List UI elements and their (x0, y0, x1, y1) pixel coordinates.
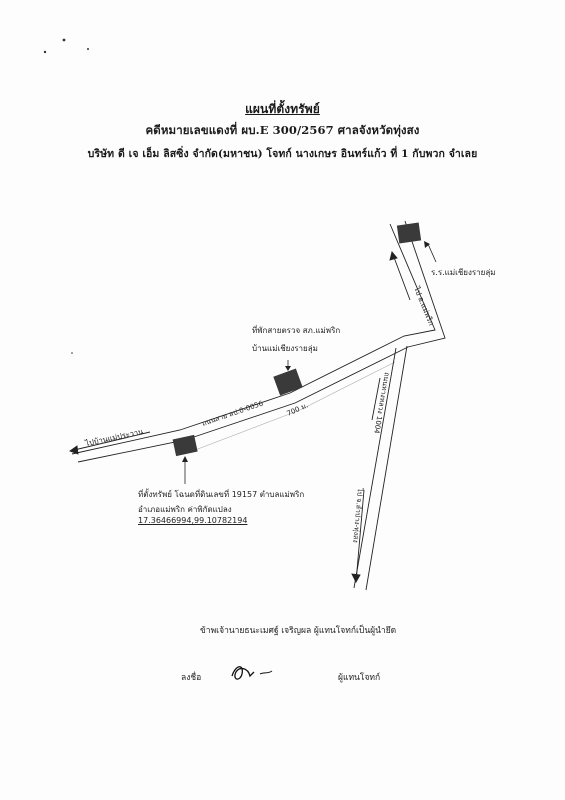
main-road (71, 220, 446, 463)
label-property-line2: อำเภอแม่พริก ค่าพิกัดแปลง (138, 505, 232, 514)
label-coordinates: 17.36466994,99.10782194 (138, 516, 248, 525)
highway-south (353, 345, 408, 591)
representative-label: ผู้แทนโจทก์ (338, 673, 381, 683)
sign-label: ลงชื่อ (181, 673, 202, 683)
leader-lines (184, 243, 437, 484)
signature-mark (231, 666, 273, 680)
certification-text: ข้าพเจ้านายธนะเมศฐ์ เจริญผล ผู้แทนโจทก์เ… (200, 626, 397, 636)
stray-marks (43, 38, 89, 354)
parties-line: บริษัท ดี เจ เอ็ม ลิสซิ่ง จำกัด(มหาชน) โ… (87, 148, 478, 160)
arrow-north (389, 251, 411, 301)
label-to-mae-phrik: ไป อ.แม่พริก (412, 284, 436, 326)
arrow-west (69, 431, 151, 455)
school-marker (396, 222, 422, 244)
label-property: ที่ตั้งทรัพย์ โฉนดที่ดินเลขที่ 19157 ตำบ… (138, 490, 305, 499)
label-school: ร.ร.แม่เชียงรายลุ่ม (431, 268, 496, 277)
document-title: แผนที่ตั้งทรัพย์ (245, 102, 320, 116)
arrow-south-lower (371, 377, 381, 421)
label-distance: 700 ม. (286, 401, 310, 417)
label-village: บ้านแม่เชียงรายลุ่ม (252, 344, 318, 353)
property-leader-arrowhead (182, 456, 188, 462)
case-number-line: คดีหมายเลขแดงที่ ผบ.E 300/2567 ศาลจังหวั… (145, 123, 420, 137)
property-marker (172, 434, 198, 457)
road-inner-line (189, 361, 396, 453)
school-leader-arrowhead (424, 241, 430, 248)
checkpoint-marker (273, 368, 303, 396)
label-checkpoint: ที่พักสายตรวจ สภ.แม่พริก (252, 326, 341, 335)
checkpoint-leader-arrowhead (285, 366, 291, 371)
arrow-south (351, 489, 365, 583)
